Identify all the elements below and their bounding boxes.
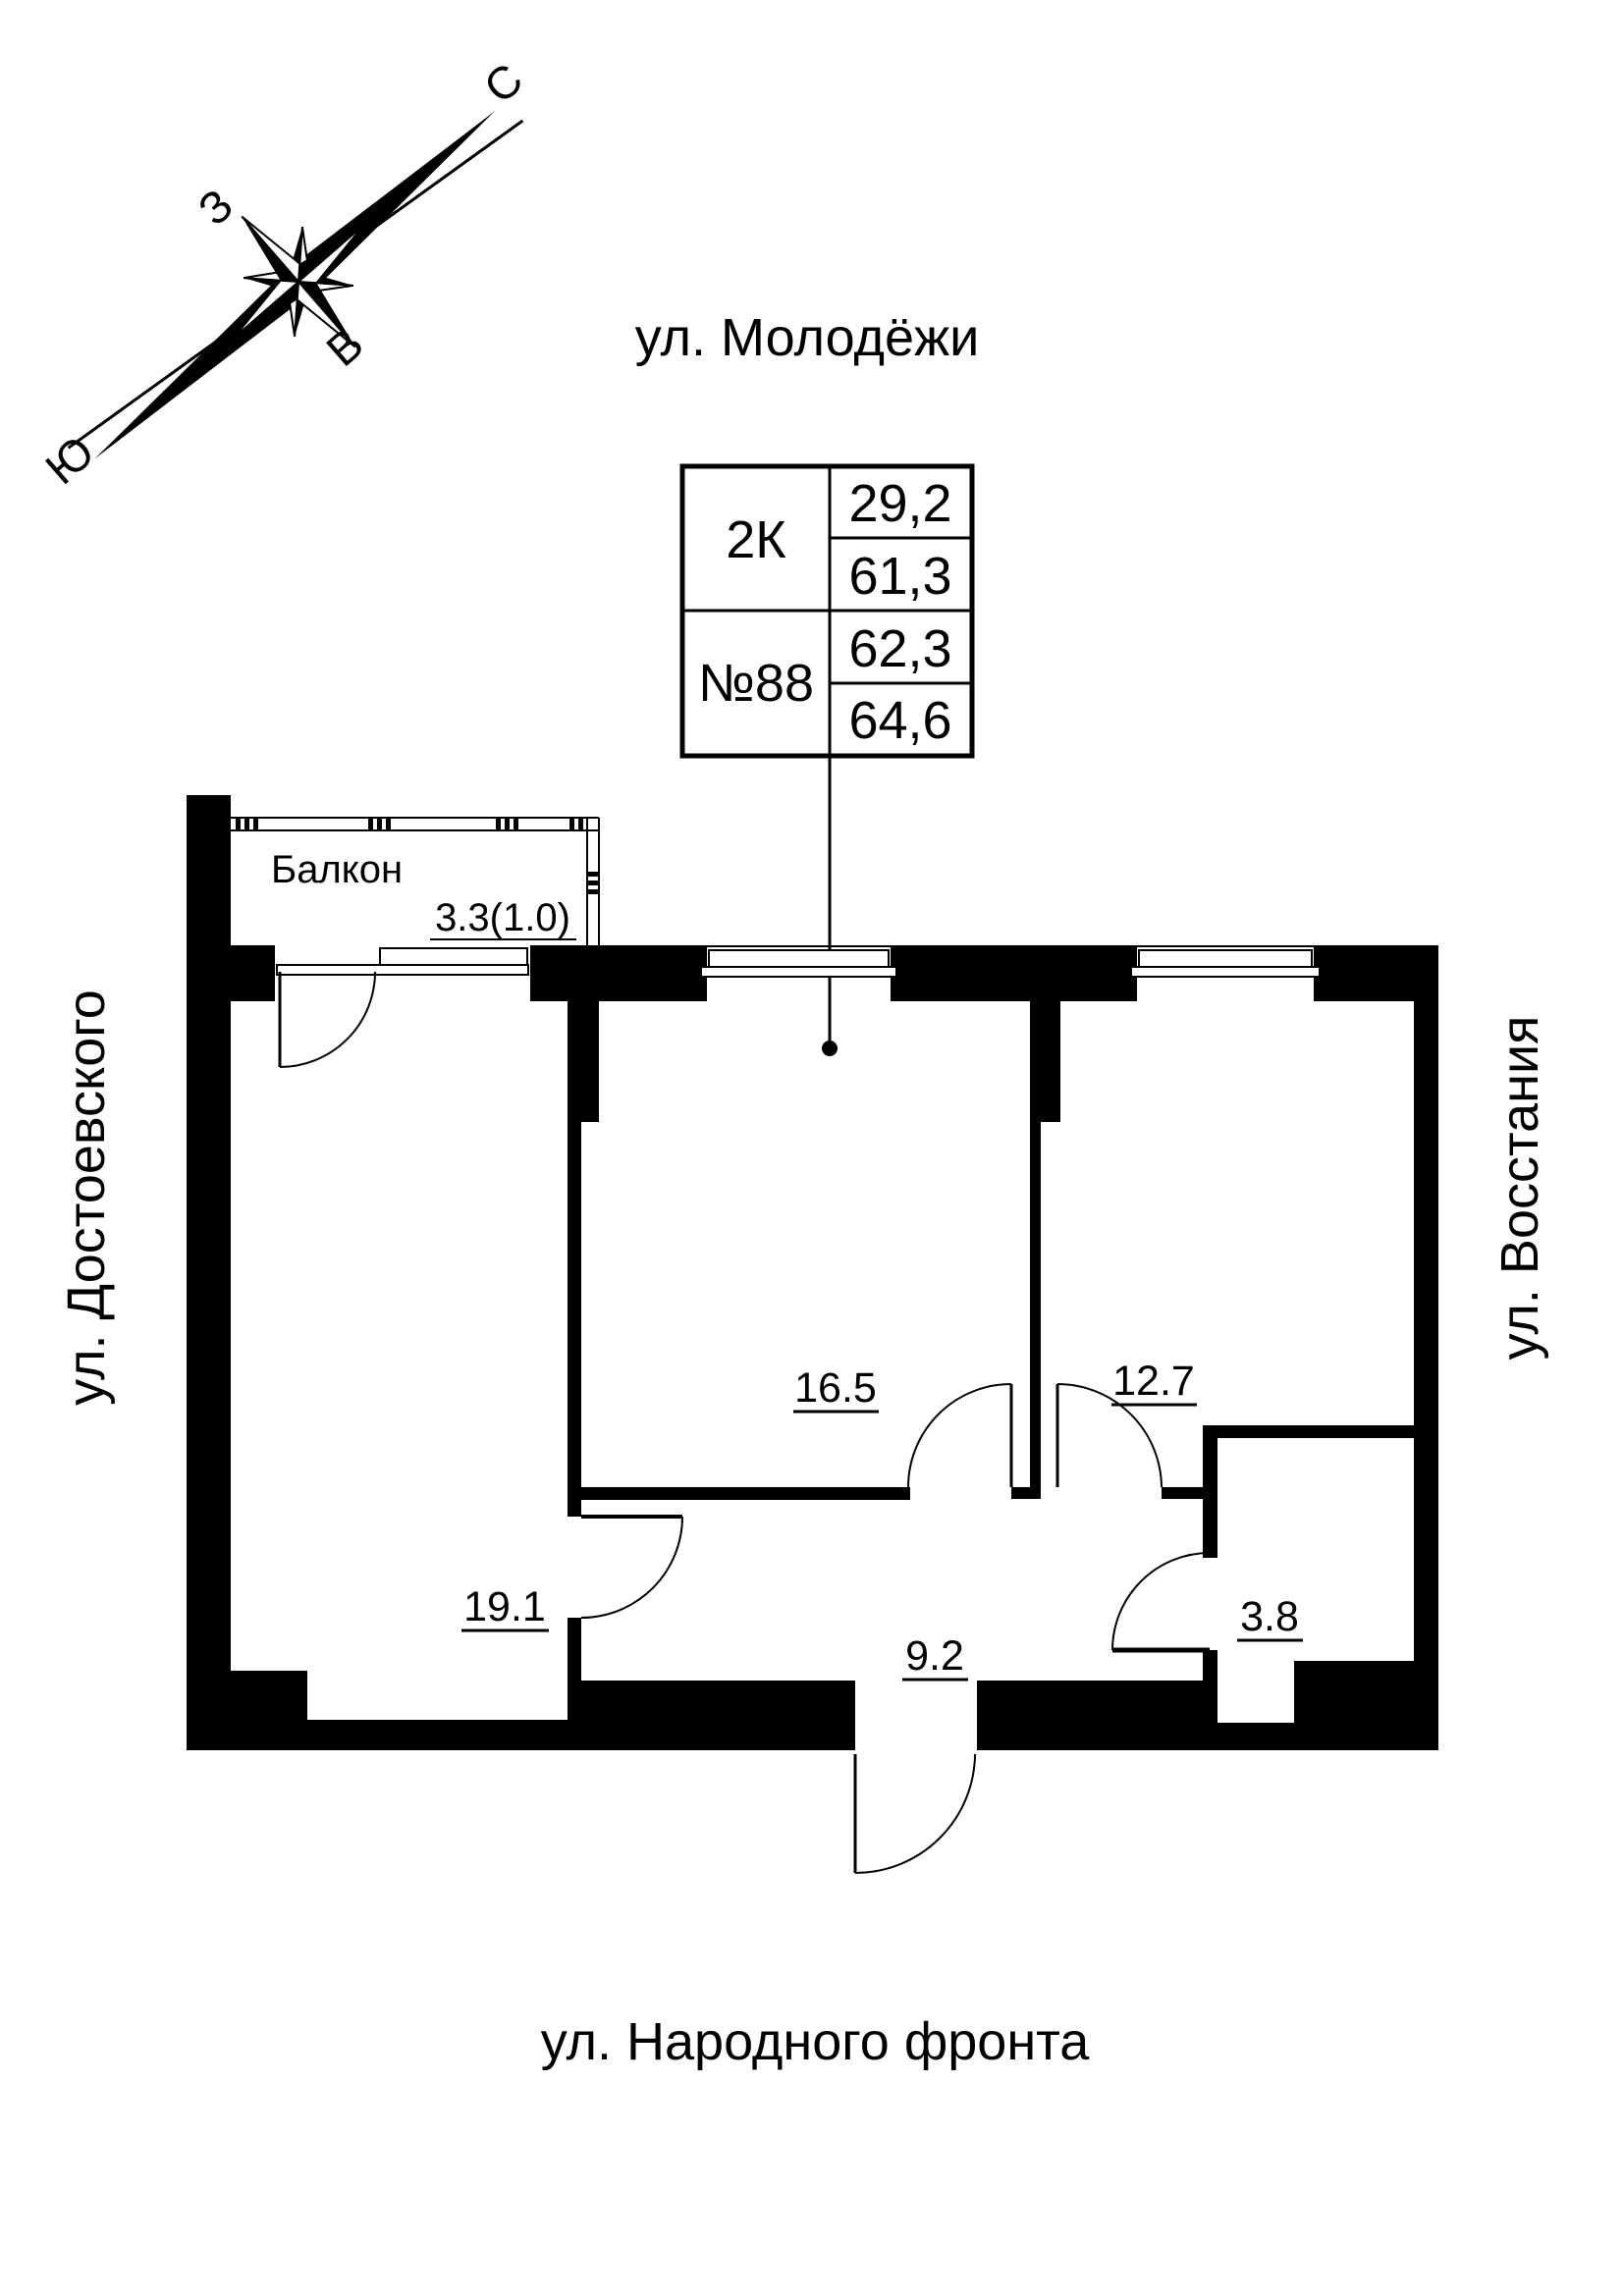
room12-door-arc bbox=[1056, 1383, 1163, 1488]
wall-bath-left-upper bbox=[1203, 1425, 1217, 1558]
unit-number: №88 bbox=[698, 654, 814, 713]
wall-stub-doors bbox=[1011, 1487, 1041, 1499]
wall-bath-left-lower bbox=[1203, 1650, 1217, 1720]
wall-pier-12-left bbox=[1041, 1001, 1060, 1122]
compass-star-icon bbox=[232, 215, 365, 348]
unit-area-total: 62,3 bbox=[848, 619, 951, 678]
railing-ticks bbox=[236, 818, 599, 894]
unit-type: 2К bbox=[726, 510, 786, 569]
unit-area-living: 29,2 bbox=[848, 474, 951, 533]
wall-bath-top bbox=[1203, 1425, 1414, 1438]
compass-south-label: Ю bbox=[35, 426, 103, 495]
window-12-frame bbox=[1138, 949, 1313, 968]
window-12-sill bbox=[1130, 966, 1321, 978]
compass-rose: С З В Ю bbox=[35, 53, 532, 495]
unit-area-main: 61,3 bbox=[848, 547, 951, 606]
street-label-left: ул. Достоевского bbox=[57, 989, 116, 1406]
wall-partition-19-16-lower bbox=[568, 1618, 581, 1720]
wall-top-seg1 bbox=[231, 945, 275, 1001]
balcony-area-label: 3.3(1.0) bbox=[435, 896, 570, 939]
walls bbox=[187, 795, 1438, 1750]
compass-north-label: С bbox=[474, 53, 532, 113]
unit-area-total-balcony: 64,6 bbox=[848, 691, 951, 750]
compass-west-label: З bbox=[189, 179, 243, 235]
room-12-label: 12.7 bbox=[1112, 1358, 1195, 1405]
unit-info-table: 2К №88 29,2 61,3 62,3 64,6 bbox=[679, 463, 975, 1056]
room16-door-arc bbox=[907, 1383, 1012, 1488]
bathroom-label: 3.8 bbox=[1240, 1593, 1299, 1640]
bathroom-door-arc bbox=[1111, 1552, 1211, 1651]
room-19-label: 19.1 bbox=[463, 1583, 546, 1630]
wall-partition-19-16 bbox=[568, 1001, 581, 1517]
balcony-railing bbox=[231, 817, 600, 945]
wall-top-seg2 bbox=[530, 945, 707, 1001]
window-16-frame bbox=[708, 949, 890, 968]
balcony-door-arc bbox=[279, 971, 376, 1068]
entrance-door-arc bbox=[854, 1753, 976, 1874]
room-labels: Балкон 3.3(1.0) 19.1 16.5 12.7 9.2 3.8 bbox=[271, 848, 1303, 1682]
doors bbox=[278, 971, 1211, 1874]
balcony-window-frame bbox=[379, 947, 528, 966]
wall-left bbox=[187, 795, 231, 1750]
wall-bottom-left bbox=[187, 1720, 855, 1750]
balcony-label: Балкон bbox=[271, 848, 403, 891]
wall-bath-bottom bbox=[1294, 1661, 1414, 1720]
wall-partition-16-12 bbox=[1030, 1001, 1041, 1487]
wall-notch bbox=[1217, 1671, 1294, 1723]
room-16-label: 16.5 bbox=[794, 1364, 877, 1412]
street-label-bottom: ул. Народного фронта bbox=[541, 2012, 1091, 2071]
room19-door-arc bbox=[580, 1516, 683, 1619]
window-16-sill bbox=[700, 966, 897, 978]
wall-right bbox=[1414, 945, 1438, 1750]
wall-hall-top bbox=[581, 1487, 910, 1500]
hall-label: 9.2 bbox=[905, 1632, 964, 1680]
wall-pier-16-left bbox=[581, 1001, 599, 1122]
wall-top-seg3 bbox=[891, 945, 1137, 1001]
unit-leader-dot bbox=[822, 1041, 838, 1056]
windows bbox=[276, 945, 1321, 978]
wall-hall-bottom-left bbox=[581, 1681, 855, 1720]
balcony-window-sill bbox=[276, 964, 529, 976]
street-label-top: ул. Молодёжи bbox=[635, 308, 980, 367]
wall-hall-bottom-right bbox=[977, 1681, 1205, 1720]
wall-bottom-corner-block bbox=[231, 1671, 307, 1720]
compass-east-label: В bbox=[316, 318, 372, 376]
wall-bottom-right bbox=[977, 1720, 1438, 1750]
street-label-right: ул. Восстания bbox=[1490, 1016, 1549, 1361]
